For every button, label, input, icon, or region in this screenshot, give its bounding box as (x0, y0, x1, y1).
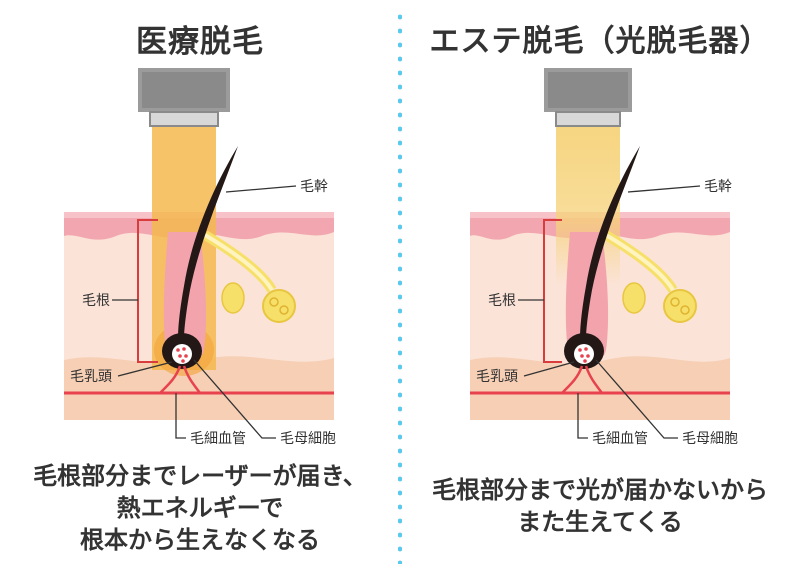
leader-line-matrix (193, 359, 276, 439)
panel-title: エステ脱毛（光脱毛器） (429, 24, 771, 59)
capillary-branch (159, 365, 182, 394)
leader-line-shaft (627, 185, 701, 193)
panel-esthetic-hair-removal: エステ脱毛（光脱毛器） (400, 0, 800, 574)
gland-lobe (680, 305, 690, 315)
leader-line-papilla (523, 361, 575, 377)
hair-shaft (178, 146, 238, 338)
gland-lobe (670, 297, 680, 307)
label-hair-root: 毛根 (82, 293, 110, 309)
skin-cross-section-illustration: 毛幹 毛根 毛乳頭 毛細血管 毛母細胞 (470, 68, 738, 447)
laser-device-nozzle (149, 111, 219, 127)
label-hair-root: 毛根 (488, 293, 516, 309)
caption-line: また生えてくる (517, 508, 683, 536)
leader-line-matrix (595, 359, 678, 439)
label-hair-shaft: 毛幹 (300, 178, 328, 195)
panel-caption: 毛根部分までレーザーが届き、 熱エネルギーで 根本から生えなくなる (0, 460, 400, 556)
label-capillary: 毛細血管 (190, 431, 246, 447)
fat-layer-lower (64, 392, 334, 420)
panel-medical-hair-removal: 医療脱毛 (0, 24, 400, 556)
gland-lobe (269, 297, 279, 307)
leader-line-capillary (175, 393, 186, 439)
papilla-dot (583, 359, 587, 363)
sebaceous-gland (262, 289, 296, 323)
sebaceous-gland-small (221, 282, 245, 314)
divider-dotted-line (398, 10, 402, 564)
capillary-branch (182, 365, 201, 394)
skin-cross-section-illustration: 毛幹 毛根 毛乳頭 毛細血管 毛母細胞 (64, 68, 336, 447)
caption-line: 毛根部分まで光が届かないから (432, 476, 768, 504)
papilla-dot (580, 354, 584, 358)
caption-line: 根本から生えなくなる (80, 526, 320, 554)
capillary-branch (584, 365, 603, 394)
fat-layer-upper (470, 356, 730, 392)
leader-line-papilla (117, 361, 173, 377)
papilla-dot (586, 354, 590, 358)
panel-caption: 毛根部分まで光が届かないから また生えてくる (400, 474, 800, 538)
label-dermal-papilla: 毛乳頭 (70, 369, 112, 385)
papilla-dot (181, 359, 185, 363)
hair-root-bracket (137, 219, 158, 363)
gland-lobe (279, 305, 289, 315)
fat-layer-lower (470, 392, 730, 420)
papilla-dot (176, 348, 180, 352)
hair-shaft (580, 146, 640, 338)
caption-line: 熱エネルギーで (116, 494, 284, 522)
leader-line-shaft (225, 185, 297, 193)
label-capillary: 毛細血管 (592, 431, 648, 447)
label-hair-shaft: 毛幹 (704, 178, 732, 195)
label-hair-matrix: 毛母細胞 (280, 431, 336, 447)
laser-device-body (142, 72, 226, 108)
label-dermal-papilla: 毛乳頭 (476, 369, 518, 385)
sebaceous-duct-inner (604, 233, 675, 292)
papilla-dot (178, 354, 182, 358)
papilla-dot (184, 354, 188, 358)
papilla-dot (584, 347, 588, 351)
caption-line: 毛根部分までレーザーが届き、 (33, 462, 367, 490)
panel-title: 医療脱毛 (136, 24, 264, 60)
papilla-dot (578, 348, 582, 352)
hair-root-bracket (543, 219, 562, 363)
sebaceous-gland (663, 289, 697, 323)
light-device-nozzle (555, 111, 621, 127)
label-hair-matrix: 毛母細胞 (682, 431, 738, 447)
light-device-body (548, 72, 628, 108)
sebaceous-duct-inner (203, 233, 274, 292)
fat-layer-upper (64, 356, 334, 392)
leader-line-capillary (577, 393, 588, 439)
papilla-dot (182, 347, 186, 351)
sebaceous-gland-small (622, 282, 646, 314)
capillary-branch (561, 365, 584, 394)
